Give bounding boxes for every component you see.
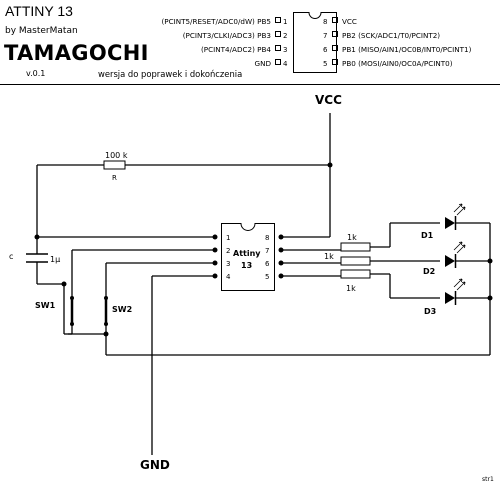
gnd-label: GND	[140, 458, 170, 472]
chip-pin: 1	[226, 234, 230, 242]
pin-label: VCC	[342, 17, 357, 26]
chip-pin: 2	[226, 247, 230, 255]
chip-pin: 6	[265, 260, 270, 268]
pin-number: 4	[283, 60, 288, 68]
pinout-table: (PCINT5/RESET/ADC0/dW) PB5 (PCINT3/CLKI/…	[161, 17, 471, 68]
chip-name: Attiny	[233, 249, 261, 258]
capacitor-value: 1µ	[50, 255, 60, 264]
circuit-wires	[36, 113, 491, 455]
led-d3	[445, 278, 466, 305]
pin-label: PB1 (MISO/AIN1/OC0B/INT0/PCINT1)	[342, 45, 472, 54]
led-label: D2	[423, 267, 435, 276]
chip-pin: 8	[265, 234, 269, 242]
pin-number: 3	[283, 46, 287, 54]
attiny13-chip: Attiny 13 1 2 3 4 8 7 6 5	[221, 223, 275, 291]
resistor-1k	[340, 242, 371, 252]
junction-dots	[34, 162, 493, 337]
chip-pin: 3	[226, 260, 230, 268]
resistor-1k	[340, 269, 371, 279]
pin-label: GND	[255, 59, 272, 68]
version-label: v.0.1	[26, 69, 46, 78]
pin-number: 5	[323, 60, 327, 68]
resistor-value: 1k	[346, 284, 356, 293]
led-d2	[445, 241, 466, 268]
chip-pin: 5	[265, 273, 269, 281]
diagram-title: ATTINY 13	[5, 3, 73, 19]
pin-number: 6	[323, 46, 328, 54]
pin-number: 1	[283, 18, 287, 26]
capacitor	[26, 253, 48, 263]
chip-pin: 7	[265, 247, 269, 255]
capacitor-name: c	[9, 252, 13, 261]
pin-label: (PCINT4/ADC2) PB4	[201, 45, 271, 54]
led-label: D1	[421, 231, 434, 240]
chip-name: 13	[241, 261, 252, 270]
pullup-resistor	[103, 160, 126, 170]
pin-number: 7	[323, 32, 327, 40]
project-name: TAMAGOCHI	[4, 41, 149, 65]
pin-number: 2	[283, 32, 287, 40]
led-label: D3	[424, 307, 436, 316]
switch-label: SW2	[112, 305, 132, 314]
signature-label: str1	[482, 476, 494, 483]
pin-number: 8	[323, 18, 327, 26]
pin-label: (PCINT5/RESET/ADC0/dW) PB5	[161, 17, 271, 26]
vcc-label: VCC	[315, 93, 342, 107]
pullup-value: 100 k	[105, 151, 128, 160]
pullup-name: R	[112, 174, 117, 182]
resistor-value: 1k	[347, 233, 357, 242]
resistor-1k	[340, 256, 371, 266]
pin-label: (PCINT3/CLKI/ADC3) PB3	[183, 31, 271, 40]
pin-label: PB2 (SCK/ADC1/T0/PCINT2)	[342, 31, 440, 40]
resistor-value: 1k	[324, 252, 334, 261]
switch-label: SW1	[35, 301, 56, 310]
pin-label: PB0 (MOSI/AIN0/OC0A/PCINT0)	[342, 59, 453, 68]
author-label: by MasterMatan	[5, 26, 78, 36]
revision-note: wersja do poprawek i dokończenia	[98, 69, 243, 79]
led-d1	[445, 203, 466, 230]
chip-pin: 4	[226, 273, 231, 281]
